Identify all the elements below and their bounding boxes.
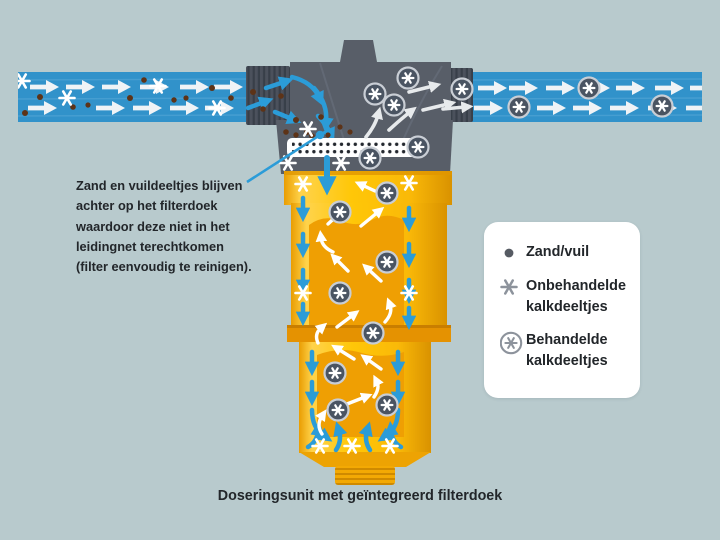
treated-lime-icon [375, 393, 399, 417]
annotation-line: leidingnet terechtkomen [76, 238, 224, 254]
callout-line [246, 133, 321, 184]
treated-lime-icon [363, 82, 387, 106]
fitting-outflow-arrows [364, 80, 474, 139]
treated-lime-icon [375, 181, 399, 205]
cartridge-downflow-arrows [295, 155, 417, 453]
treated-lime-icon [375, 250, 399, 274]
circled-snowflake-icon [500, 330, 526, 356]
legend-item-label: kalkdeeltjes [526, 298, 608, 315]
legend-item-sand: Zand/vuil [500, 242, 632, 263]
treated-lime-icon [406, 135, 430, 159]
treated-lime-icon [450, 77, 474, 101]
treated-lime-icon [650, 94, 674, 118]
inlet-sand-particles [22, 77, 234, 116]
cartridge-bottom-bevel [299, 452, 431, 467]
annotation-line: achter op het filterdoek [76, 198, 218, 214]
treated-lime-icon [396, 66, 420, 90]
inlet-pipe-body [18, 72, 248, 122]
cartridge-inner-window-upper [309, 215, 404, 331]
sand-dot-icon [500, 242, 526, 263]
treated-lime-icon [382, 93, 406, 117]
treated-lime-icon [507, 95, 531, 119]
legend-item-label: Zand/vuil [526, 244, 590, 260]
treated-lime-icon [328, 200, 352, 224]
fitting-sand-particles [250, 89, 353, 139]
legend-item-label: Behandelde [526, 332, 608, 348]
callout-dot [315, 130, 325, 140]
caption: Doseringsunit met geïntegreerd filterdoe… [217, 488, 503, 504]
annotation-line: (filter eenvoudig te reinigen). [76, 259, 252, 275]
legend-item-label: Onbehandelde [526, 278, 626, 294]
inlet-pipe [18, 72, 248, 122]
annotation-line: Zand en vuildeeltjes blijven [76, 178, 243, 193]
callout [246, 130, 325, 184]
treated-lime-icon [323, 361, 347, 385]
annotation-line: waardoor deze niet in het [76, 218, 230, 234]
legend-item-untreated-lime: Onbehandelde kalkdeeltjes [500, 276, 632, 317]
outlet-pipe [472, 72, 702, 122]
treated-lime-icon [326, 398, 350, 422]
legend-item-treated-lime: Behandelde kalkdeeltjes [500, 330, 632, 371]
treated-lime-icon [328, 281, 352, 305]
snowflake-icon [500, 276, 526, 297]
legend-card: Zand/vuil Onbehandelde kalkdeeltjes [484, 222, 640, 398]
cartridge-nozzle-thread [335, 466, 395, 485]
filter-cloth-strip [287, 138, 425, 157]
fitting-inflow-arrows [245, 74, 335, 143]
treated-lime-icon [358, 146, 382, 170]
legend-item-label: kalkdeeltjes [526, 352, 608, 369]
treated-lime-icon [361, 321, 385, 345]
treated-lime-icon [577, 76, 601, 100]
annotation-text: Zand en vuildeeltjes blijven achter op h… [76, 176, 252, 277]
